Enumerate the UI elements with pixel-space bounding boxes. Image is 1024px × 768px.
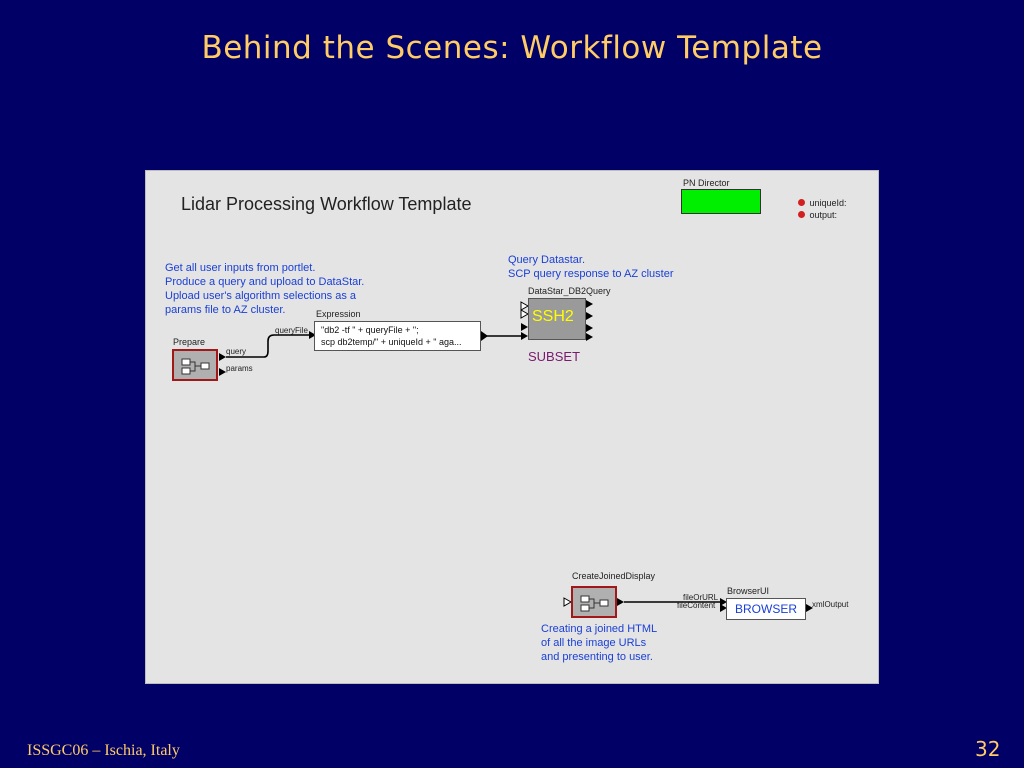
director-param-uniqueid[interactable]: uniqueId: (798, 193, 847, 211)
prepare-note: Get all user inputs from portlet. Produc… (165, 262, 365, 316)
browser-port-xmloutput-label: xmlOutput (812, 600, 849, 609)
datastar-port-out-2 (586, 312, 593, 320)
datastar-port-out-3 (586, 324, 593, 332)
expression-box[interactable]: "db2 -tf " + queryFile + "; scp db2temp/… (314, 321, 481, 351)
datastar-sublabel: SUBSET (528, 349, 581, 364)
joined-display-label: CreateJoinedDisplay (572, 571, 656, 581)
wire-query-to-expression (226, 334, 314, 358)
datastar-port-out-1 (586, 300, 593, 308)
browser-port-in-2 (720, 604, 727, 612)
datastar-port-out-4 (586, 333, 593, 341)
browser-port-out (806, 604, 813, 612)
page-number: 32 (975, 737, 1001, 761)
expression-line-2: scp db2temp/" + uniqueId + " aga... (321, 337, 462, 347)
browser-port-in-1 (720, 598, 727, 606)
datastar-port-in-1 (520, 301, 530, 311)
browser-label: BrowserUI (727, 586, 770, 596)
prepare-label: Prepare (173, 337, 206, 347)
composite-actor-icon (181, 358, 210, 375)
datastar-label: DataStar_DB2Query (528, 286, 611, 296)
browser-port-fileorurl-label: fileOrURL (683, 593, 719, 602)
prepare-port-query-label: query (226, 347, 247, 356)
param-dot-icon (798, 211, 805, 218)
browser-actor[interactable]: BROWSER (726, 598, 806, 620)
workflow-title: Lidar Processing Workflow Template (181, 194, 472, 214)
composite-actor-icon (580, 595, 609, 612)
prepare-port-params-label: params (226, 364, 253, 373)
browser-port-filecontent-label: fileContent (677, 601, 716, 610)
prepare-port-query (219, 353, 226, 361)
joined-display-port-in (563, 597, 573, 607)
joined-display-actor[interactable] (571, 586, 617, 618)
slide-title: Behind the Scenes: Workflow Template (201, 30, 823, 66)
workflow-wires (219, 300, 813, 612)
expression-port-out (481, 331, 488, 341)
expression-label: Expression (316, 309, 361, 319)
display-note: Creating a joined HTML of all the image … (541, 623, 658, 663)
director-box[interactable] (681, 189, 761, 214)
director-label: PN Director (683, 178, 730, 188)
footer-left: ISSGC06 – Ischia, Italy (27, 742, 180, 759)
datastar-port-in-4 (521, 332, 528, 340)
prepare-port-params (219, 368, 226, 376)
prepare-actor[interactable] (172, 349, 218, 381)
datastar-port-in-3 (521, 323, 528, 331)
param-dot-icon (798, 199, 805, 206)
expression-port-in (309, 331, 316, 339)
ssh2-text: SSH2 (532, 308, 574, 325)
datastar-actor[interactable]: SSH2 (528, 298, 586, 340)
datastar-port-in-2 (520, 309, 530, 319)
expression-line-1: "db2 -tf " + queryFile + "; (321, 325, 419, 335)
query-note: Query Datastar. SCP query response to AZ… (508, 254, 674, 280)
director-param-output[interactable]: output: (798, 205, 837, 223)
expression-port-label: queryFile (275, 326, 308, 335)
joined-display-port-out (617, 598, 624, 606)
workflow-canvas[interactable]: Lidar Processing Workflow Template PN Di… (145, 170, 879, 684)
